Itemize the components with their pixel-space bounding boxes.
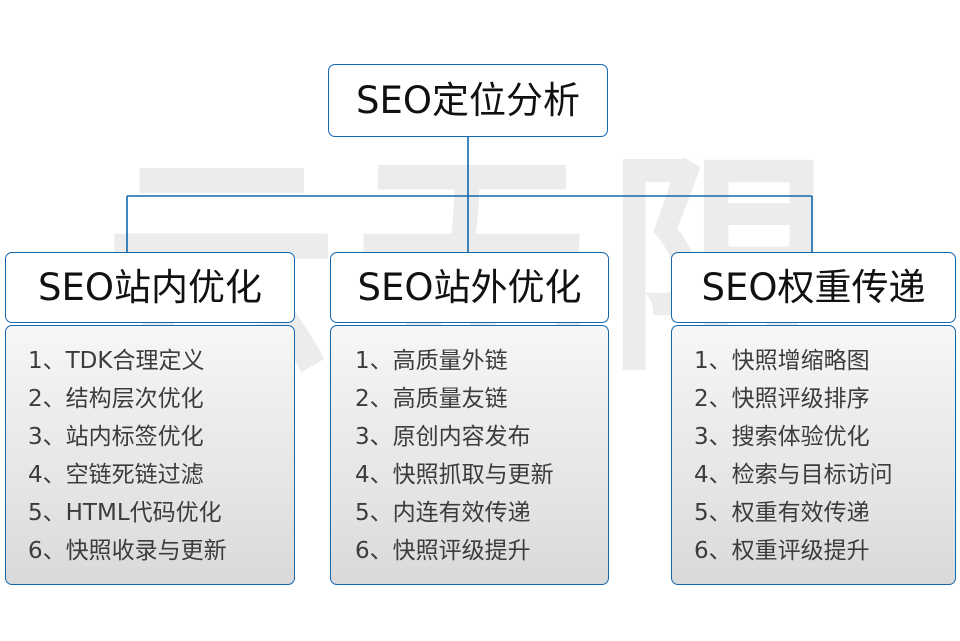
list-item: 2、高质量友链 [355, 386, 508, 412]
branch-list-2: 1、高质量外链 2、高质量友链 3、原创内容发布 4、快照抓取与更新 5、内连有… [331, 342, 608, 570]
list-item: 5、内连有效传递 [355, 500, 531, 526]
list-item: 1、快照增缩略图 [694, 348, 870, 374]
list-item: 3、原创内容发布 [355, 424, 531, 450]
branch-column-2: SEO站外优化 1、高质量外链 2、高质量友链 3、原创内容发布 4、快照抓取与… [330, 252, 609, 585]
branch-column-1: SEO站内优化 1、TDK合理定义 2、结构层次优化 3、站内标签优化 4、空链… [5, 252, 295, 585]
branch-body-3: 1、快照增缩略图 2、快照评级排序 3、搜索体验优化 4、检索与目标访问 5、权… [671, 325, 956, 585]
list-item: 1、高质量外链 [355, 348, 508, 374]
list-item: 2、结构层次优化 [28, 386, 204, 412]
list-item: 4、检索与目标访问 [694, 462, 893, 488]
branch-title-2: SEO站外优化 [357, 266, 582, 309]
root-node-title: SEO定位分析 [356, 79, 580, 122]
list-item: 2、快照评级排序 [694, 386, 870, 412]
branch-header-1: SEO站内优化 [5, 252, 295, 323]
branch-list-3: 1、快照增缩略图 2、快照评级排序 3、搜索体验优化 4、检索与目标访问 5、权… [672, 342, 955, 570]
list-item: 3、站内标签优化 [28, 424, 204, 450]
list-item: 5、HTML代码优化 [28, 500, 222, 526]
list-item: 3、搜索体验优化 [694, 424, 870, 450]
list-item: 1、TDK合理定义 [28, 348, 205, 374]
list-item: 4、空链死链过滤 [28, 462, 204, 488]
branch-title-1: SEO站内优化 [38, 266, 262, 309]
branch-list-1: 1、TDK合理定义 2、结构层次优化 3、站内标签优化 4、空链死链过滤 5、H… [6, 342, 294, 570]
root-node: SEO定位分析 [328, 64, 608, 137]
branch-column-3: SEO权重传递 1、快照增缩略图 2、快照评级排序 3、搜索体验优化 4、检索与… [671, 252, 956, 585]
branch-title-3: SEO权重传递 [701, 266, 926, 309]
list-item: 6、快照收录与更新 [28, 538, 227, 564]
list-item: 6、快照评级提升 [355, 538, 531, 564]
branch-header-3: SEO权重传递 [671, 252, 956, 323]
branch-body-2: 1、高质量外链 2、高质量友链 3、原创内容发布 4、快照抓取与更新 5、内连有… [330, 325, 609, 585]
list-item: 4、快照抓取与更新 [355, 462, 554, 488]
branch-header-2: SEO站外优化 [330, 252, 609, 323]
list-item: 5、权重有效传递 [694, 500, 870, 526]
branch-body-1: 1、TDK合理定义 2、结构层次优化 3、站内标签优化 4、空链死链过滤 5、H… [5, 325, 295, 585]
list-item: 6、权重评级提升 [694, 538, 870, 564]
